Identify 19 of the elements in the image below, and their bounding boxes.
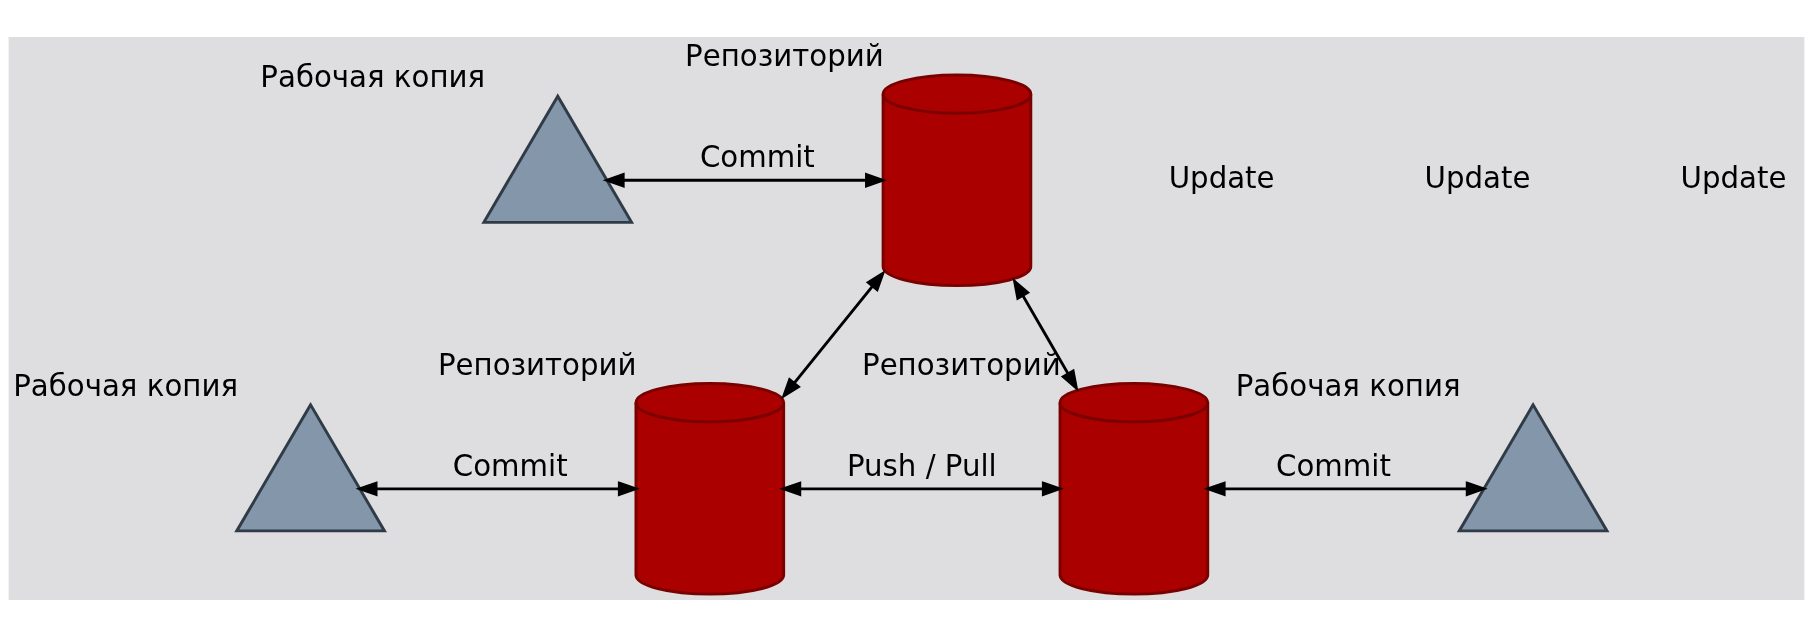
arrow — [781, 269, 886, 399]
arrow — [1203, 480, 1488, 497]
node-label: Рабочая копия — [260, 59, 486, 94]
node-label: Рабочая копия — [1235, 368, 1461, 403]
edge-label: Commit — [699, 139, 815, 174]
node-label: Репозиторий — [862, 347, 1061, 382]
edge-label: Push / Pull — [846, 448, 997, 483]
arrow — [602, 172, 887, 188]
arrow — [1012, 277, 1079, 392]
label: Update — [1424, 160, 1531, 195]
arrow — [779, 480, 1064, 497]
arrow — [355, 480, 640, 497]
node-label: Репозиторий — [437, 347, 637, 382]
node-label: Рабочая копия — [13, 368, 238, 403]
label: Update — [1680, 160, 1787, 195]
edge-label: Commit — [1276, 448, 1391, 483]
node-label: Репозиторий — [685, 38, 884, 73]
label: Update — [1168, 160, 1275, 195]
edge-label: Commit — [452, 448, 568, 483]
